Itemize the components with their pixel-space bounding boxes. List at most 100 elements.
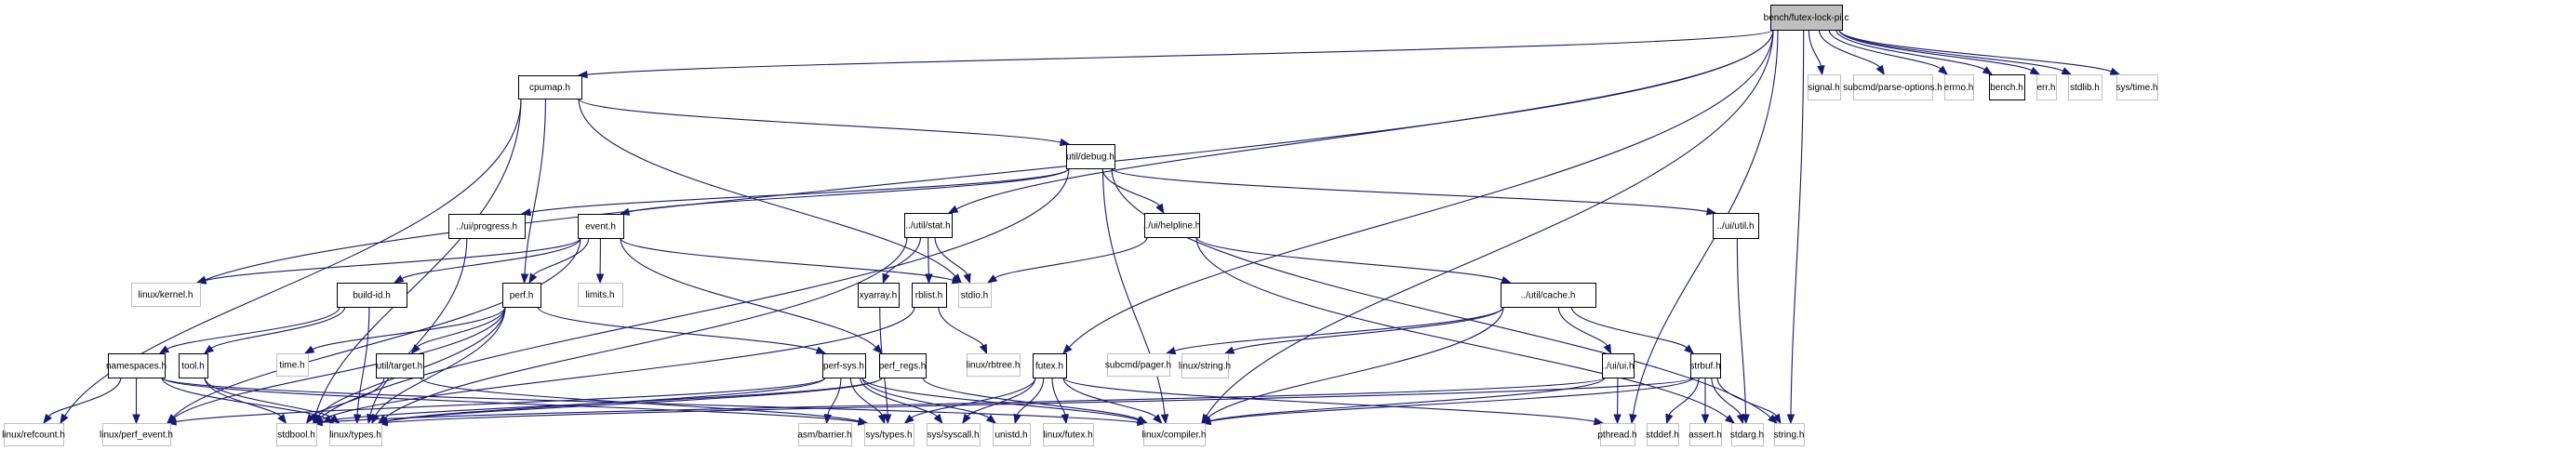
- arrowhead-stdarg-icon: [1742, 414, 1750, 425]
- edge-futex-to-compiler: [1062, 377, 1156, 418]
- edge-cpumap-to-stdio: [578, 98, 956, 277]
- node-target[interactable]: util/target.h: [376, 353, 424, 378]
- node-strbuf[interactable]: strbuf.h: [1689, 353, 1721, 378]
- edge-cache-to-pager: [1174, 306, 1504, 352]
- node-box: [1600, 423, 1635, 446]
- node-label: xyarray.h: [860, 291, 897, 301]
- arrowhead-stdbool-icon: [305, 413, 315, 425]
- arrowhead-buildid-icon: [393, 274, 405, 284]
- edge-target-to-systypes: [420, 377, 860, 422]
- node-signal: signal.h: [1808, 74, 1841, 100]
- node-stat[interactable]: ../util/stat.h: [904, 213, 953, 238]
- arrowhead-rbtree-icon: [979, 343, 988, 355]
- node-label: linux/compiler.h: [1142, 431, 1207, 441]
- node-namespaces[interactable]: namespaces.h: [106, 353, 167, 378]
- node-box: [276, 423, 317, 446]
- arrowhead-systypes-icon: [883, 414, 892, 425]
- arrowhead-xyarray-icon: [882, 272, 890, 285]
- arrowhead-stdarg-icon: [1724, 414, 1736, 424]
- arrowhead-barrier-icon: [823, 414, 833, 425]
- node-stdbool: stdbool.h: [276, 423, 317, 446]
- node-rblist[interactable]: rblist.h: [912, 283, 947, 308]
- node-cpumap[interactable]: cpumap.h: [518, 75, 582, 99]
- node-label: namespaces.h: [106, 362, 167, 372]
- edge-futex-to-systypes: [911, 377, 1036, 418]
- arrowhead-perfevent-icon: [132, 414, 140, 425]
- node-errno: errno.h: [1944, 74, 1974, 100]
- node-parseopt: subcmd/parse-options.h: [1843, 74, 1942, 100]
- node-box: [2116, 74, 2158, 100]
- edge-cache-to-lstring: [1233, 306, 1504, 352]
- edge-futex-to-syscall: [967, 377, 1036, 417]
- node-lstring: linux/string.h: [1179, 353, 1231, 378]
- node-label: pthread.h: [1597, 431, 1636, 441]
- node-bench[interactable]: bench.h: [1989, 74, 2025, 100]
- node-tool[interactable]: tool.h: [179, 353, 208, 378]
- node-box: [337, 283, 407, 308]
- arrowhead-lstring-icon: [1223, 346, 1235, 354]
- node-stddef: stddef.h: [1646, 423, 1679, 446]
- node-box: [1690, 353, 1721, 378]
- edge-helpline-to-cache: [1195, 236, 1503, 281]
- node-label: linux/refcount.h: [2, 431, 65, 441]
- node-box: [822, 353, 866, 378]
- node-box: [502, 283, 541, 308]
- node-cache[interactable]: ../util/cache.h: [1501, 283, 1596, 308]
- node-assert: assert.h: [1688, 423, 1722, 446]
- edge-event-to-perfregs: [620, 237, 877, 348]
- node-label: util/debug.h: [1066, 153, 1114, 163]
- arrowhead-string-icon: [1786, 414, 1795, 425]
- node-root[interactable]: bench/futex-lock-pi.c: [1764, 5, 1849, 31]
- node-futex[interactable]: futex.h: [1033, 353, 1067, 378]
- node-stdio: stdio.h: [958, 283, 992, 308]
- node-box: [1501, 283, 1596, 308]
- edge-futex-to-pthread: [1062, 377, 1595, 422]
- node-box: [993, 423, 1031, 446]
- node-stdarg: stdarg.h: [1730, 423, 1764, 446]
- edge-perf-to-perfevent: [173, 306, 506, 418]
- edge-perf-to-target: [417, 306, 506, 348]
- edge-cpumap-to-perf: [524, 98, 546, 275]
- arrowhead-syscall-icon: [962, 413, 971, 425]
- node-uiutil[interactable]: ../ui/util.h: [1713, 213, 1759, 239]
- node-box: [1647, 423, 1679, 446]
- arrowhead-err-icon: [2029, 66, 2041, 75]
- arrowhead-stdio-icon: [986, 274, 998, 284]
- node-err: err.h: [2036, 74, 2057, 100]
- node-helpline[interactable]: ../ui/helpline.h: [1143, 213, 1201, 238]
- node-debug[interactable]: util/debug.h: [1066, 144, 1115, 169]
- node-box: [131, 283, 201, 307]
- node-box: [276, 353, 309, 377]
- arrowhead-syscall-icon: [933, 413, 943, 425]
- node-box: [1989, 74, 2025, 100]
- edge-uiui-to-stdbool: [321, 377, 1606, 423]
- edge-root-to-err: [1838, 29, 2033, 72]
- edge-strbuf-to-stdarg: [1711, 377, 1742, 416]
- node-box: [1043, 423, 1094, 446]
- node-box: [1181, 353, 1229, 378]
- edge-target-to-stdbool: [311, 377, 385, 418]
- arrowhead-systypes-icon: [877, 413, 886, 425]
- node-box: [102, 423, 171, 446]
- node-progress[interactable]: ../ui/progress.h: [448, 214, 526, 239]
- node-perfregs[interactable]: perf_regs.h: [879, 353, 927, 378]
- node-box: [1033, 353, 1067, 378]
- edge-event-to-perf: [532, 237, 590, 276]
- node-label: linux/kernel.h: [139, 290, 194, 300]
- node-label: stdlib.h: [2070, 83, 2100, 93]
- node-label: ../ui/helpline.h: [1143, 221, 1201, 232]
- node-label: signal.h: [1808, 83, 1839, 93]
- arrowhead-bench-icon: [1982, 66, 1994, 75]
- node-uiui[interactable]: ../ui/ui.h: [1601, 353, 1635, 378]
- edge-cache-to-strbuf: [1570, 306, 1688, 349]
- node-box: [967, 353, 1021, 377]
- node-buildid[interactable]: build-id.h: [337, 283, 407, 308]
- node-xyarray[interactable]: xyarray.h: [858, 283, 900, 308]
- edge-root-to-kernel: [205, 29, 1774, 281]
- edge-cache-to-uiui: [1557, 306, 1608, 347]
- node-perfsys[interactable]: perf-sys.h: [822, 353, 866, 378]
- node-event[interactable]: event.h: [578, 214, 624, 239]
- node-box: [879, 353, 927, 378]
- node-perf[interactable]: perf.h: [502, 283, 541, 308]
- node-label: strbuf.h: [1689, 362, 1720, 372]
